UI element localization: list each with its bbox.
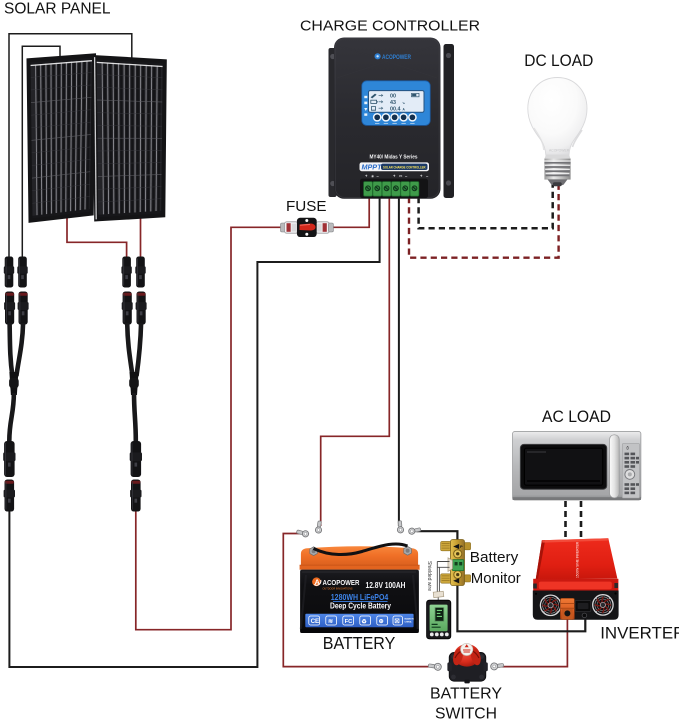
svg-text:MADE IN: MADE IN: [405, 618, 415, 621]
svg-text:AC LOAD: AC LOAD: [542, 408, 611, 426]
svg-text:CHARGE CONTROLLER: CHARGE CONTROLLER: [300, 18, 480, 35]
svg-text:43: 43: [390, 100, 396, 106]
svg-text:1500W SINE INVERTER: 1500W SINE INVERTER: [576, 541, 580, 578]
svg-text:+: +: [393, 173, 396, 178]
svg-text:↘: ↘: [402, 101, 405, 105]
svg-text:☀: ☀: [371, 174, 374, 178]
svg-text:▭: ▭: [399, 174, 402, 178]
svg-text:−: −: [426, 173, 429, 178]
svg-text:Deep Cycle Battery: Deep Cycle Battery: [330, 602, 391, 611]
svg-text:♻: ♻: [361, 618, 367, 625]
svg-text:CHINA: CHINA: [405, 621, 412, 624]
svg-text:Shielded wire: Shielded wire: [426, 561, 432, 591]
svg-text:12.8V 100AH: 12.8V 100AH: [366, 581, 406, 590]
svg-text:00: 00: [390, 94, 396, 100]
svg-text:MPPT: MPPT: [362, 163, 383, 172]
svg-text:ACOPOWER: ACOPOWER: [549, 149, 570, 153]
svg-text:CE: CE: [311, 618, 320, 625]
svg-text:00.4: 00.4: [390, 107, 401, 113]
svg-text:FC: FC: [345, 619, 354, 625]
svg-text:SWITCH: SWITCH: [435, 705, 497, 720]
svg-text:OUTDOOR INNOVATIONS: OUTDOOR INNOVATIONS: [323, 586, 353, 590]
svg-text:BATTERY: BATTERY: [430, 686, 503, 703]
svg-text:SOLAR PANEL: SOLAR PANEL: [4, 1, 111, 18]
svg-text:A: A: [403, 108, 406, 112]
svg-text:FUSE: FUSE: [286, 199, 327, 215]
svg-text:INVERTER: INVERTER: [600, 623, 679, 642]
svg-text:−: −: [405, 173, 408, 178]
svg-text:P: P: [460, 544, 463, 549]
svg-text:−: −: [377, 173, 380, 178]
svg-text:☒: ☒: [394, 618, 399, 625]
svg-text:ACOPOWER: ACOPOWER: [323, 578, 360, 587]
svg-text:⊕: ⊕: [379, 618, 384, 625]
svg-text:⏱: ⏱: [626, 446, 630, 451]
svg-text:1280WH LiFePO4: 1280WH LiFePO4: [331, 592, 389, 602]
svg-text:MY40/ Midas Y Series: MY40/ Midas Y Series: [370, 155, 418, 161]
svg-text:Monitor: Monitor: [471, 571, 521, 587]
svg-text:ACOPOWER: ACOPOWER: [382, 54, 411, 61]
svg-text:DC LOAD: DC LOAD: [524, 52, 593, 70]
svg-text:BATTERY: BATTERY: [323, 633, 396, 653]
svg-text:+: +: [420, 173, 423, 178]
svg-text:≋: ≋: [328, 619, 333, 625]
svg-text:+: +: [365, 173, 368, 178]
svg-text:Battery: Battery: [470, 550, 519, 566]
svg-text:A: A: [315, 578, 321, 587]
svg-text:SOLAR CHARGE CONTROLLER: SOLAR CHARGE CONTROLLER: [383, 165, 426, 169]
